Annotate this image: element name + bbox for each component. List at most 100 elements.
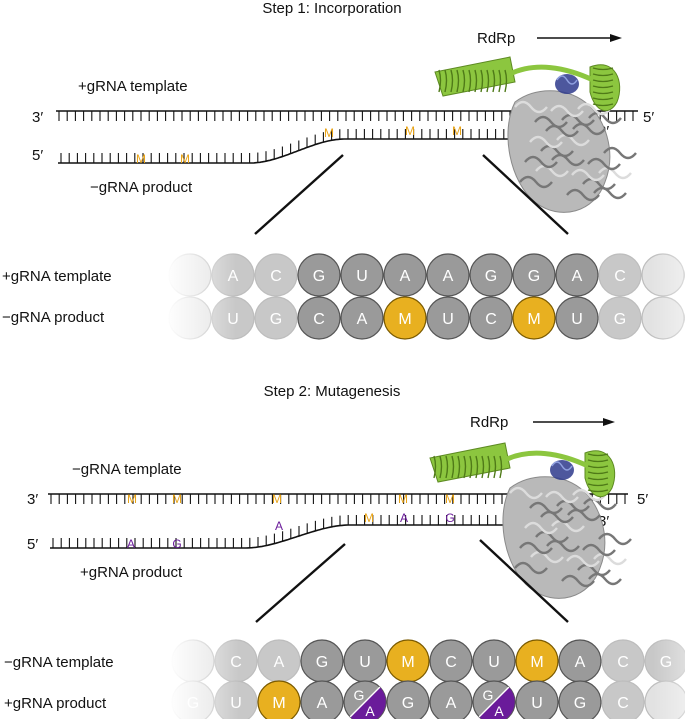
- template-bead-10: A: [558, 639, 602, 683]
- step1-product-5prime: 5′: [32, 147, 43, 164]
- svg-text:U: U: [571, 311, 583, 328]
- step2-product-mark-6: G: [445, 511, 454, 525]
- step2-product-mark-2: G: [172, 537, 181, 551]
- product-bead-11: C: [601, 680, 645, 719]
- step1-zoom-line-left: [254, 154, 344, 235]
- step2-template-mark-5: M: [445, 492, 455, 506]
- template-bead-3: A: [257, 639, 301, 683]
- step2-zoom-line-right: [479, 539, 569, 623]
- svg-text:A: A: [400, 511, 408, 525]
- svg-text:A: A: [494, 703, 504, 719]
- svg-text:G: G: [485, 268, 497, 285]
- svg-text:C: C: [617, 654, 629, 671]
- svg-text:C: C: [313, 311, 325, 328]
- step2-template-mark-3: M: [272, 492, 282, 506]
- template-bead-5: U: [343, 639, 387, 683]
- step1-template-5prime: 5′: [643, 109, 654, 126]
- svg-text:G: G: [270, 311, 282, 328]
- step2-zoom-bead-rows: CAGUMCUMACGGUMAGAGAGAUGC: [169, 637, 685, 719]
- step2-template-5prime: 5′: [637, 491, 648, 508]
- product-bead-9: M: [512, 296, 556, 340]
- enzyme-blue-domain: [555, 74, 579, 94]
- svg-text:U: U: [359, 654, 371, 671]
- svg-text:M: M: [136, 152, 146, 166]
- step1-rdrp-label: RdRp: [477, 30, 515, 47]
- svg-text:M: M: [398, 311, 411, 328]
- svg-text:C: C: [445, 654, 457, 671]
- product-bead-3: M: [257, 680, 301, 719]
- svg-text:A: A: [274, 654, 285, 671]
- svg-text:M: M: [272, 695, 285, 712]
- svg-text:G: G: [574, 695, 586, 712]
- step2-zoom-product-label: +gRNA product: [4, 695, 107, 712]
- step1-panel: Step 1: Incorporation RdRp +gRNA templat…: [2, 0, 685, 342]
- step2-zoom-template-label: −gRNA template: [4, 654, 114, 671]
- svg-text:A: A: [446, 695, 457, 712]
- svg-text:M: M: [127, 492, 137, 506]
- product-bead-6: M: [383, 296, 427, 340]
- svg-text:A: A: [575, 654, 586, 671]
- svg-text:A: A: [400, 268, 411, 285]
- step1-direction-arrow: [537, 34, 622, 42]
- step2-template-mark-1: M: [127, 492, 137, 506]
- template-bead-10: A: [555, 253, 599, 297]
- svg-text:M: M: [452, 124, 462, 138]
- svg-text:M: M: [398, 492, 408, 506]
- template-bead-8: G: [469, 253, 513, 297]
- step2-template-3prime: 3′: [27, 491, 38, 508]
- svg-text:G: G: [483, 687, 494, 703]
- step2-template-mark-2: M: [172, 492, 182, 506]
- step2-direction-arrow: [533, 418, 615, 426]
- product-backbone: [58, 138, 512, 164]
- svg-text:M: M: [405, 124, 415, 138]
- svg-text:A: A: [365, 703, 375, 719]
- step2-product-mark-4: M: [364, 511, 374, 525]
- template-bead-3: C: [254, 253, 298, 297]
- step1-zoom-template-label: +gRNA template: [2, 268, 112, 285]
- step2-product-mark-3: A: [275, 519, 283, 533]
- svg-text:C: C: [614, 268, 626, 285]
- svg-text:A: A: [443, 268, 454, 285]
- product-bead-5: A: [340, 296, 384, 340]
- step1-title: Step 1: Incorporation: [262, 0, 401, 17]
- step1-template-3prime: 3′: [32, 109, 43, 126]
- svg-text:M: M: [172, 492, 182, 506]
- template-bead-6: A: [383, 253, 427, 297]
- svg-text:M: M: [445, 492, 455, 506]
- step2-product-label: +gRNA product: [80, 564, 183, 581]
- step1-rdrp-enzyme-structure: [434, 56, 637, 213]
- template-bead-9: M: [515, 639, 559, 683]
- svg-text:U: U: [488, 654, 500, 671]
- template-bead-4: G: [297, 253, 341, 297]
- svg-text:M: M: [324, 126, 334, 140]
- product-bead-11: G: [598, 296, 642, 340]
- template-bead-5: U: [340, 253, 384, 297]
- svg-text:M: M: [364, 511, 374, 525]
- svg-text:G: G: [614, 311, 626, 328]
- step2-template-label: −gRNA template: [72, 461, 182, 478]
- step2-product-mark-5: A: [400, 511, 408, 525]
- svg-text:A: A: [572, 268, 583, 285]
- product-bead-3: G: [254, 296, 298, 340]
- step2-rdrp-label: RdRp: [470, 414, 508, 431]
- step1-strand-mark-4: M: [405, 124, 415, 138]
- product-bead-9: U: [515, 680, 559, 719]
- svg-text:C: C: [617, 695, 629, 712]
- product-bead-4: C: [297, 296, 341, 340]
- product-bead-10: G: [558, 680, 602, 719]
- step2-rdrp-enzyme-structure: [429, 442, 632, 599]
- svg-text:U: U: [356, 268, 368, 285]
- product-bead-4: A: [300, 680, 344, 719]
- step1-strand-mark-5: M: [452, 124, 462, 138]
- svg-text:M: M: [180, 152, 190, 166]
- step2-zoom-line-left: [255, 543, 346, 623]
- template-bead-11: C: [601, 639, 645, 683]
- step1-product-label: −gRNA product: [90, 179, 193, 196]
- template-bead-7: C: [429, 639, 473, 683]
- svg-text:G: G: [528, 268, 540, 285]
- product-bead-6: G: [386, 680, 430, 719]
- svg-text:A: A: [275, 519, 283, 533]
- step1-zoom-bead-rows: ACGUAAGGACUGCAMUCMUG: [166, 251, 685, 342]
- product-bead-5: GA: [343, 680, 387, 719]
